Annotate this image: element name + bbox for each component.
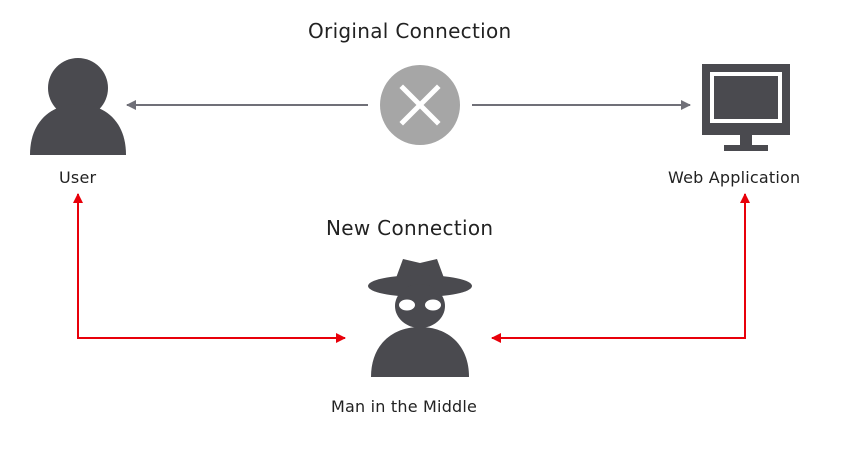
man-in-the-middle-label: Man in the Middle [331,397,478,416]
new-connection-title: New Connection [326,216,494,240]
user-icon [30,58,126,155]
original-connection-title: Original Connection [308,19,512,43]
monitor-icon [702,64,790,151]
new-connection-arrow-user [73,193,346,343]
x-circle-icon [380,65,460,145]
spy-icon [368,259,472,377]
user-label: User [59,168,97,187]
web-application-label: Web Application [668,168,801,187]
new-connection-arrow-web-app [491,193,750,343]
